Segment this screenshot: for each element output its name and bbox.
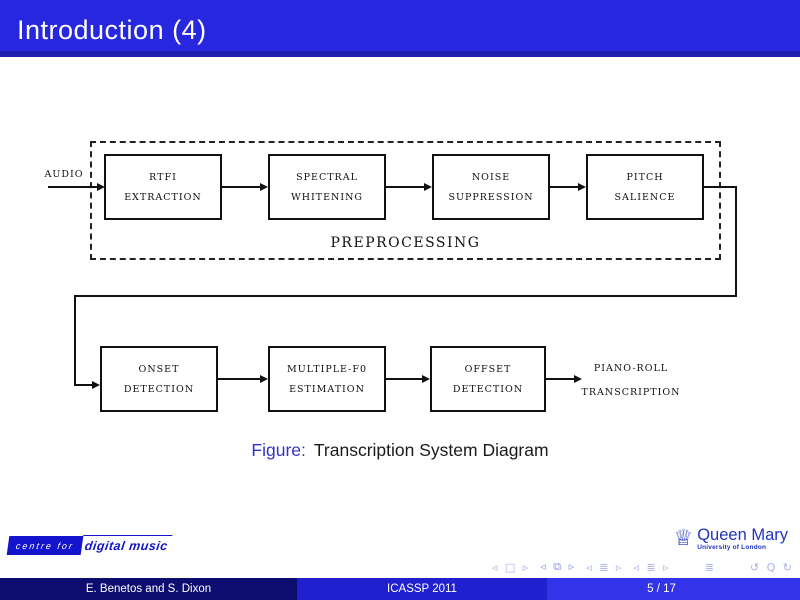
nav-appendix-icon[interactable]: ≣ — [704, 560, 716, 574]
preprocessing-dashed-border — [90, 141, 721, 260]
frame-title-bar: Introduction (4) — [0, 0, 800, 51]
routing-line — [735, 186, 737, 297]
box-label-line: WHITENING — [290, 191, 364, 203]
figure-caption-prefix: Figure: — [251, 440, 306, 460]
figure-caption: Figure: Transcription System Diagram — [0, 440, 800, 461]
connector-line — [222, 186, 260, 188]
box-label-line: SUPPRESSION — [448, 191, 534, 203]
connector-line — [218, 378, 260, 380]
page-title: Introduction (4) — [17, 15, 207, 45]
c4dm-logo: centre for digital music — [6, 535, 173, 555]
queen-mary-logo: ♕ Queen Mary University of London — [673, 525, 788, 552]
nav-back-search-forward-icons[interactable]: ↺ Q ↻ — [749, 560, 794, 574]
queen-mary-subtitle: University of London — [697, 544, 767, 551]
preprocessing-label: PREPROCESSING — [330, 235, 481, 251]
footline-authors: E. Benetos and S. Dixon — [0, 578, 297, 600]
box-label-line: SPECTRAL — [296, 171, 358, 183]
connector-line — [546, 378, 574, 380]
queen-crown-icon: ♕ — [673, 525, 694, 550]
routing-line — [74, 295, 76, 385]
box-label-line: ESTIMATION — [289, 383, 365, 395]
box-label-line: MULTIPLE-F0 — [286, 363, 367, 375]
box-multiple-f0-estimation: MULTIPLE-F0 ESTIMATION — [268, 346, 386, 412]
queen-mary-name: Queen Mary — [697, 526, 788, 544]
box-label-line: SALIENCE — [614, 191, 676, 203]
box-label-line: DETECTION — [452, 383, 524, 395]
audio-arrow-head — [97, 183, 105, 191]
box-rtfi-extraction: RTFI EXTRACTION — [104, 154, 222, 220]
c4dm-logo-box: centre for — [6, 535, 84, 555]
footline-conference: ICASSP 2011 — [297, 578, 547, 600]
box-label-line: DETECTION — [123, 383, 195, 395]
connector-arrow-head — [424, 183, 432, 191]
nav-frame-icons[interactable]: ◃ □ ▹ — [491, 560, 531, 574]
box-onset-detection: ONSET DETECTION — [100, 346, 218, 412]
footline-page-number: 5 / 17 — [547, 578, 800, 600]
connector-arrow-head — [260, 183, 268, 191]
connector-line — [386, 378, 422, 380]
beamer-navigation-bar: ◃ □ ▹ ◃ ⧉ ▹ ◃ ≣ ▹ ◃ ≣ ▹ ≣ ↺ Q ↻ — [482, 559, 794, 575]
c4dm-logo-text: digital music — [80, 535, 173, 555]
connector-arrow-head — [260, 375, 268, 383]
footline: E. Benetos and S. Dixon ICASSP 2011 5 / … — [0, 578, 800, 600]
box-label-line: NOISE — [471, 171, 511, 183]
audio-arrow-line — [48, 186, 97, 188]
routing-line — [74, 295, 737, 297]
frame-title-shadow-strip — [0, 51, 800, 57]
connector-line — [386, 186, 424, 188]
box-label-line: OFFSET — [464, 363, 512, 375]
routing-arrow-head — [92, 381, 100, 389]
connector-line — [550, 186, 578, 188]
box-label-line: EXTRACTION — [124, 191, 202, 203]
connector-arrow-head — [578, 183, 586, 191]
routing-line — [704, 186, 737, 188]
nav-subsection-icons[interactable]: ◃ ≣ ▹ — [633, 560, 671, 574]
output-label-line2: TRANSCRIPTION — [581, 387, 681, 398]
audio-input-label: AUDIO — [44, 169, 84, 180]
output-label-line1: PIANO-ROLL — [593, 363, 669, 374]
box-pitch-salience: PITCH SALIENCE — [586, 154, 704, 220]
box-noise-suppression: NOISE SUPPRESSION — [432, 154, 550, 220]
connector-arrow-head — [422, 375, 430, 383]
box-label-line: PITCH — [626, 171, 664, 183]
box-label-line: RTFI — [149, 171, 177, 183]
figure-caption-text: Transcription System Diagram — [313, 440, 549, 460]
box-offset-detection: OFFSET DETECTION — [430, 346, 546, 412]
connector-arrow-head — [574, 375, 582, 383]
routing-line — [74, 384, 93, 386]
box-spectral-whitening: SPECTRAL WHITENING — [268, 154, 386, 220]
nav-section-icons[interactable]: ◃ ≣ ▹ — [586, 560, 624, 574]
nav-frames-icons[interactable]: ◃ ⧉ ▹ — [540, 560, 577, 573]
box-label-line: ONSET — [138, 363, 180, 375]
